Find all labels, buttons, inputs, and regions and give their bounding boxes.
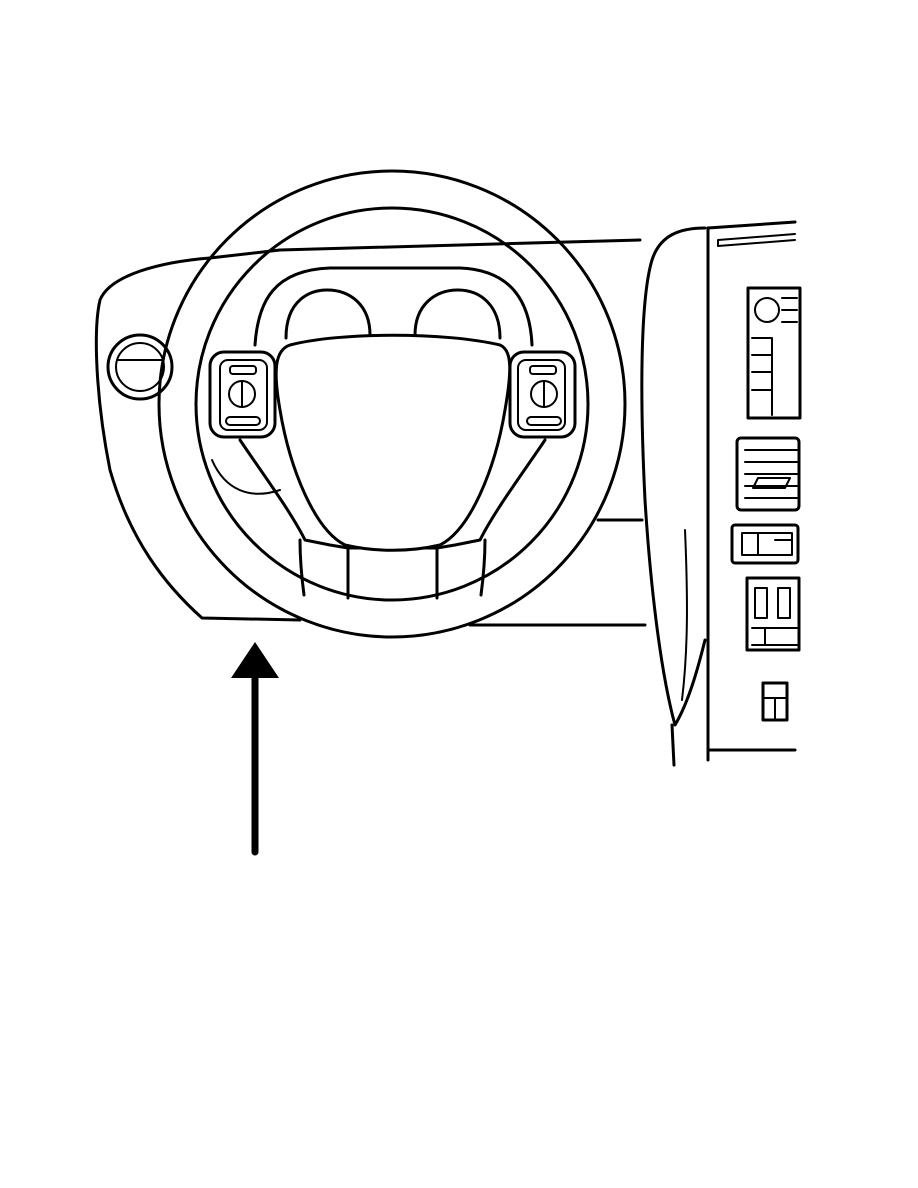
gauge-hoods [253,266,534,347]
left-steering-controls [208,350,277,439]
steering-wheel [157,169,627,639]
air-vent [735,436,801,512]
small-switch [761,681,789,722]
arrow-head [231,642,279,678]
radio-unit [746,286,802,420]
up-arrow-icon [231,642,279,856]
airbag-cover [274,333,512,552]
right-steering-controls [508,350,577,439]
ignition-knob-icon [106,333,174,401]
dashboard-left-pod [94,238,647,627]
center-console-trim [640,226,707,767]
hazard-panel [730,523,800,565]
center-stack [706,220,802,762]
climate-controls [745,576,801,652]
